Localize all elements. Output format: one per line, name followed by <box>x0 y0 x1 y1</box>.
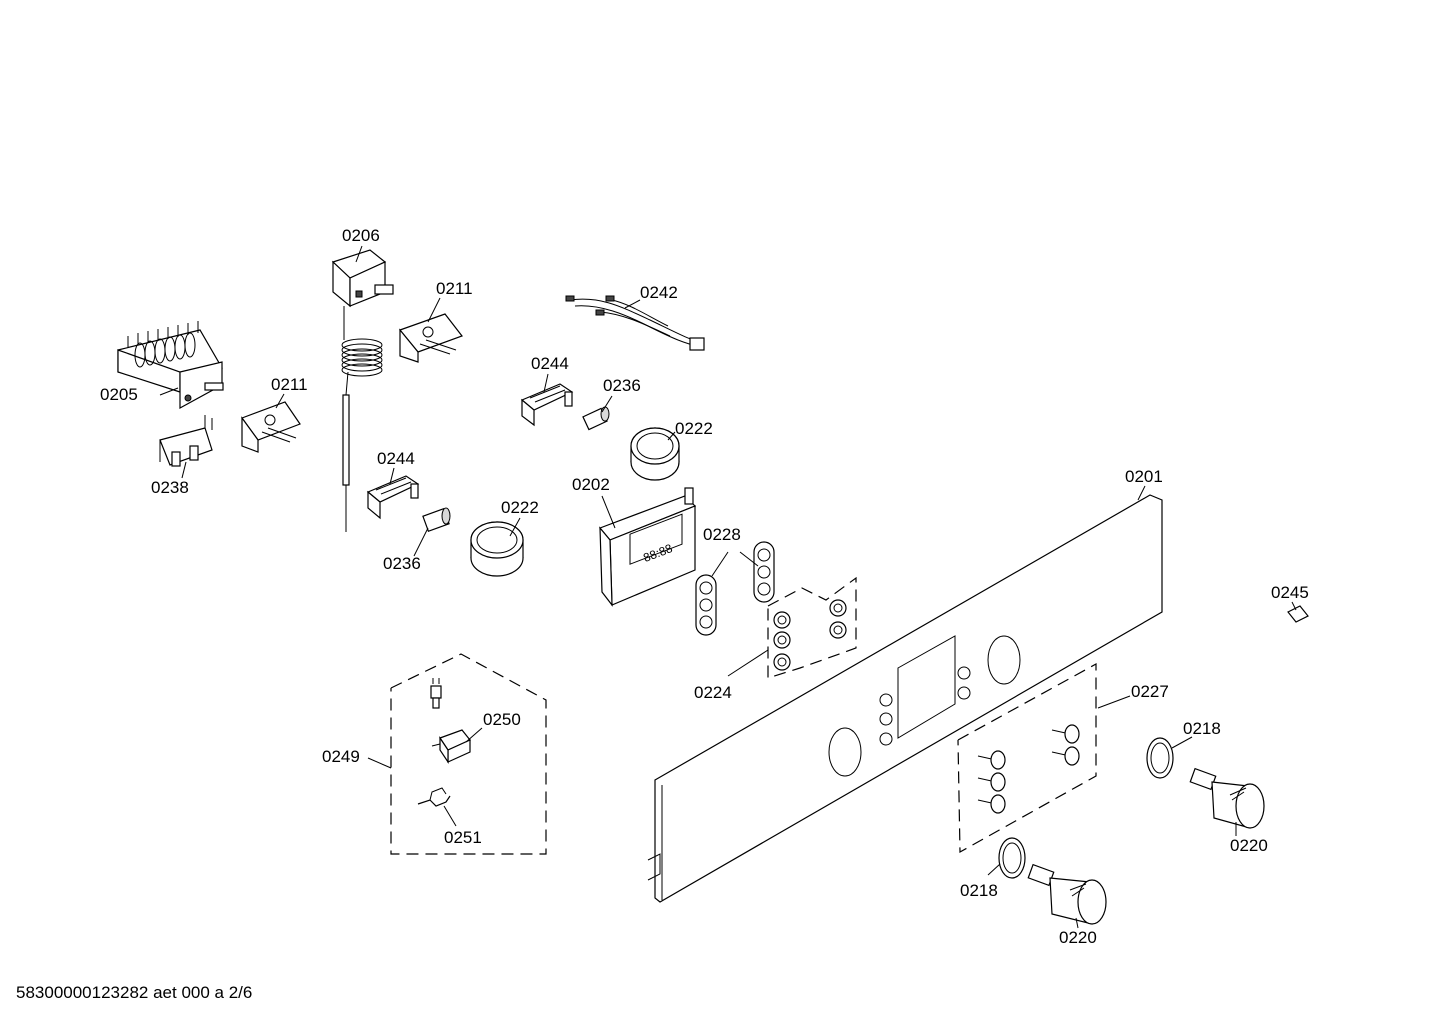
part-0249-connector <box>430 678 442 709</box>
label-0218-left: 0218 <box>960 881 998 900</box>
label-0218-right: 0218 <box>1183 719 1221 738</box>
label-0202: 0202 <box>572 475 610 494</box>
part-0242-wiring-harness <box>565 295 705 351</box>
label-0244-upper: 0244 <box>531 354 569 373</box>
label-0251: 0251 <box>444 828 482 847</box>
part-0249-kit-group <box>390 653 547 855</box>
label-0227: 0227 <box>1131 682 1169 701</box>
part-labels: 0206 0211 0211 0205 0238 0242 0244 0244 … <box>100 226 1309 947</box>
label-0201: 0201 <box>1125 467 1163 486</box>
part-0227-pushrod-group <box>957 662 1097 854</box>
label-0242: 0242 <box>640 283 678 302</box>
part-0250-relay <box>431 729 471 764</box>
label-0224: 0224 <box>694 683 732 702</box>
label-0238: 0238 <box>151 478 189 497</box>
label-0205: 0205 <box>100 385 138 404</box>
label-0236-lower: 0236 <box>383 554 421 573</box>
label-0222-lower: 0222 <box>501 498 539 517</box>
part-0220-knob-right <box>1189 767 1265 829</box>
part-0222-housing-upper <box>630 427 680 481</box>
part-0211-bracket-lower <box>241 401 301 453</box>
label-0250: 0250 <box>483 710 521 729</box>
part-0244-clip-lower <box>366 475 420 520</box>
part-0220-knob-left <box>1027 863 1107 925</box>
part-0236-lamp-lower <box>422 507 451 533</box>
part-0244-clip-upper <box>520 383 574 427</box>
label-0206: 0206 <box>342 226 380 245</box>
label-0220-left: 0220 <box>1059 928 1097 947</box>
part-0251-clip <box>417 787 451 807</box>
part-0211-bracket-upper <box>398 313 463 363</box>
drawing-number: 58300000123282 aet 000 a 2/6 <box>16 983 252 1002</box>
label-0222-upper: 0222 <box>675 419 713 438</box>
label-0211-lower: 0211 <box>271 375 308 394</box>
part-0218-ring-left <box>998 837 1026 879</box>
label-0228: 0228 <box>703 525 741 544</box>
part-0222-housing-lower <box>470 521 524 577</box>
part-0224-button-group <box>767 576 857 679</box>
part-0218-ring-right <box>1146 737 1174 779</box>
part-0201-control-panel <box>647 494 1163 903</box>
leader-lines <box>159 245 1297 929</box>
part-0202-timer-module: 88:88 <box>598 487 697 607</box>
part-0245-tab <box>1287 605 1309 623</box>
part-0205-selector-switch <box>117 321 224 410</box>
label-0244-lower: 0244 <box>377 449 415 468</box>
part-0238-bracket <box>159 415 213 467</box>
label-0220-right: 0220 <box>1230 836 1268 855</box>
part-0236-lamp-upper <box>582 406 610 431</box>
part-0206-thermostat <box>331 249 394 532</box>
label-0245: 0245 <box>1271 583 1309 602</box>
label-0236-upper: 0236 <box>603 376 641 395</box>
part-0228-lens-strip-left <box>695 574 717 636</box>
label-0211-upper: 0211 <box>436 279 473 298</box>
part-0228-lens-strip-right <box>753 541 775 603</box>
label-0249: 0249 <box>322 747 360 766</box>
